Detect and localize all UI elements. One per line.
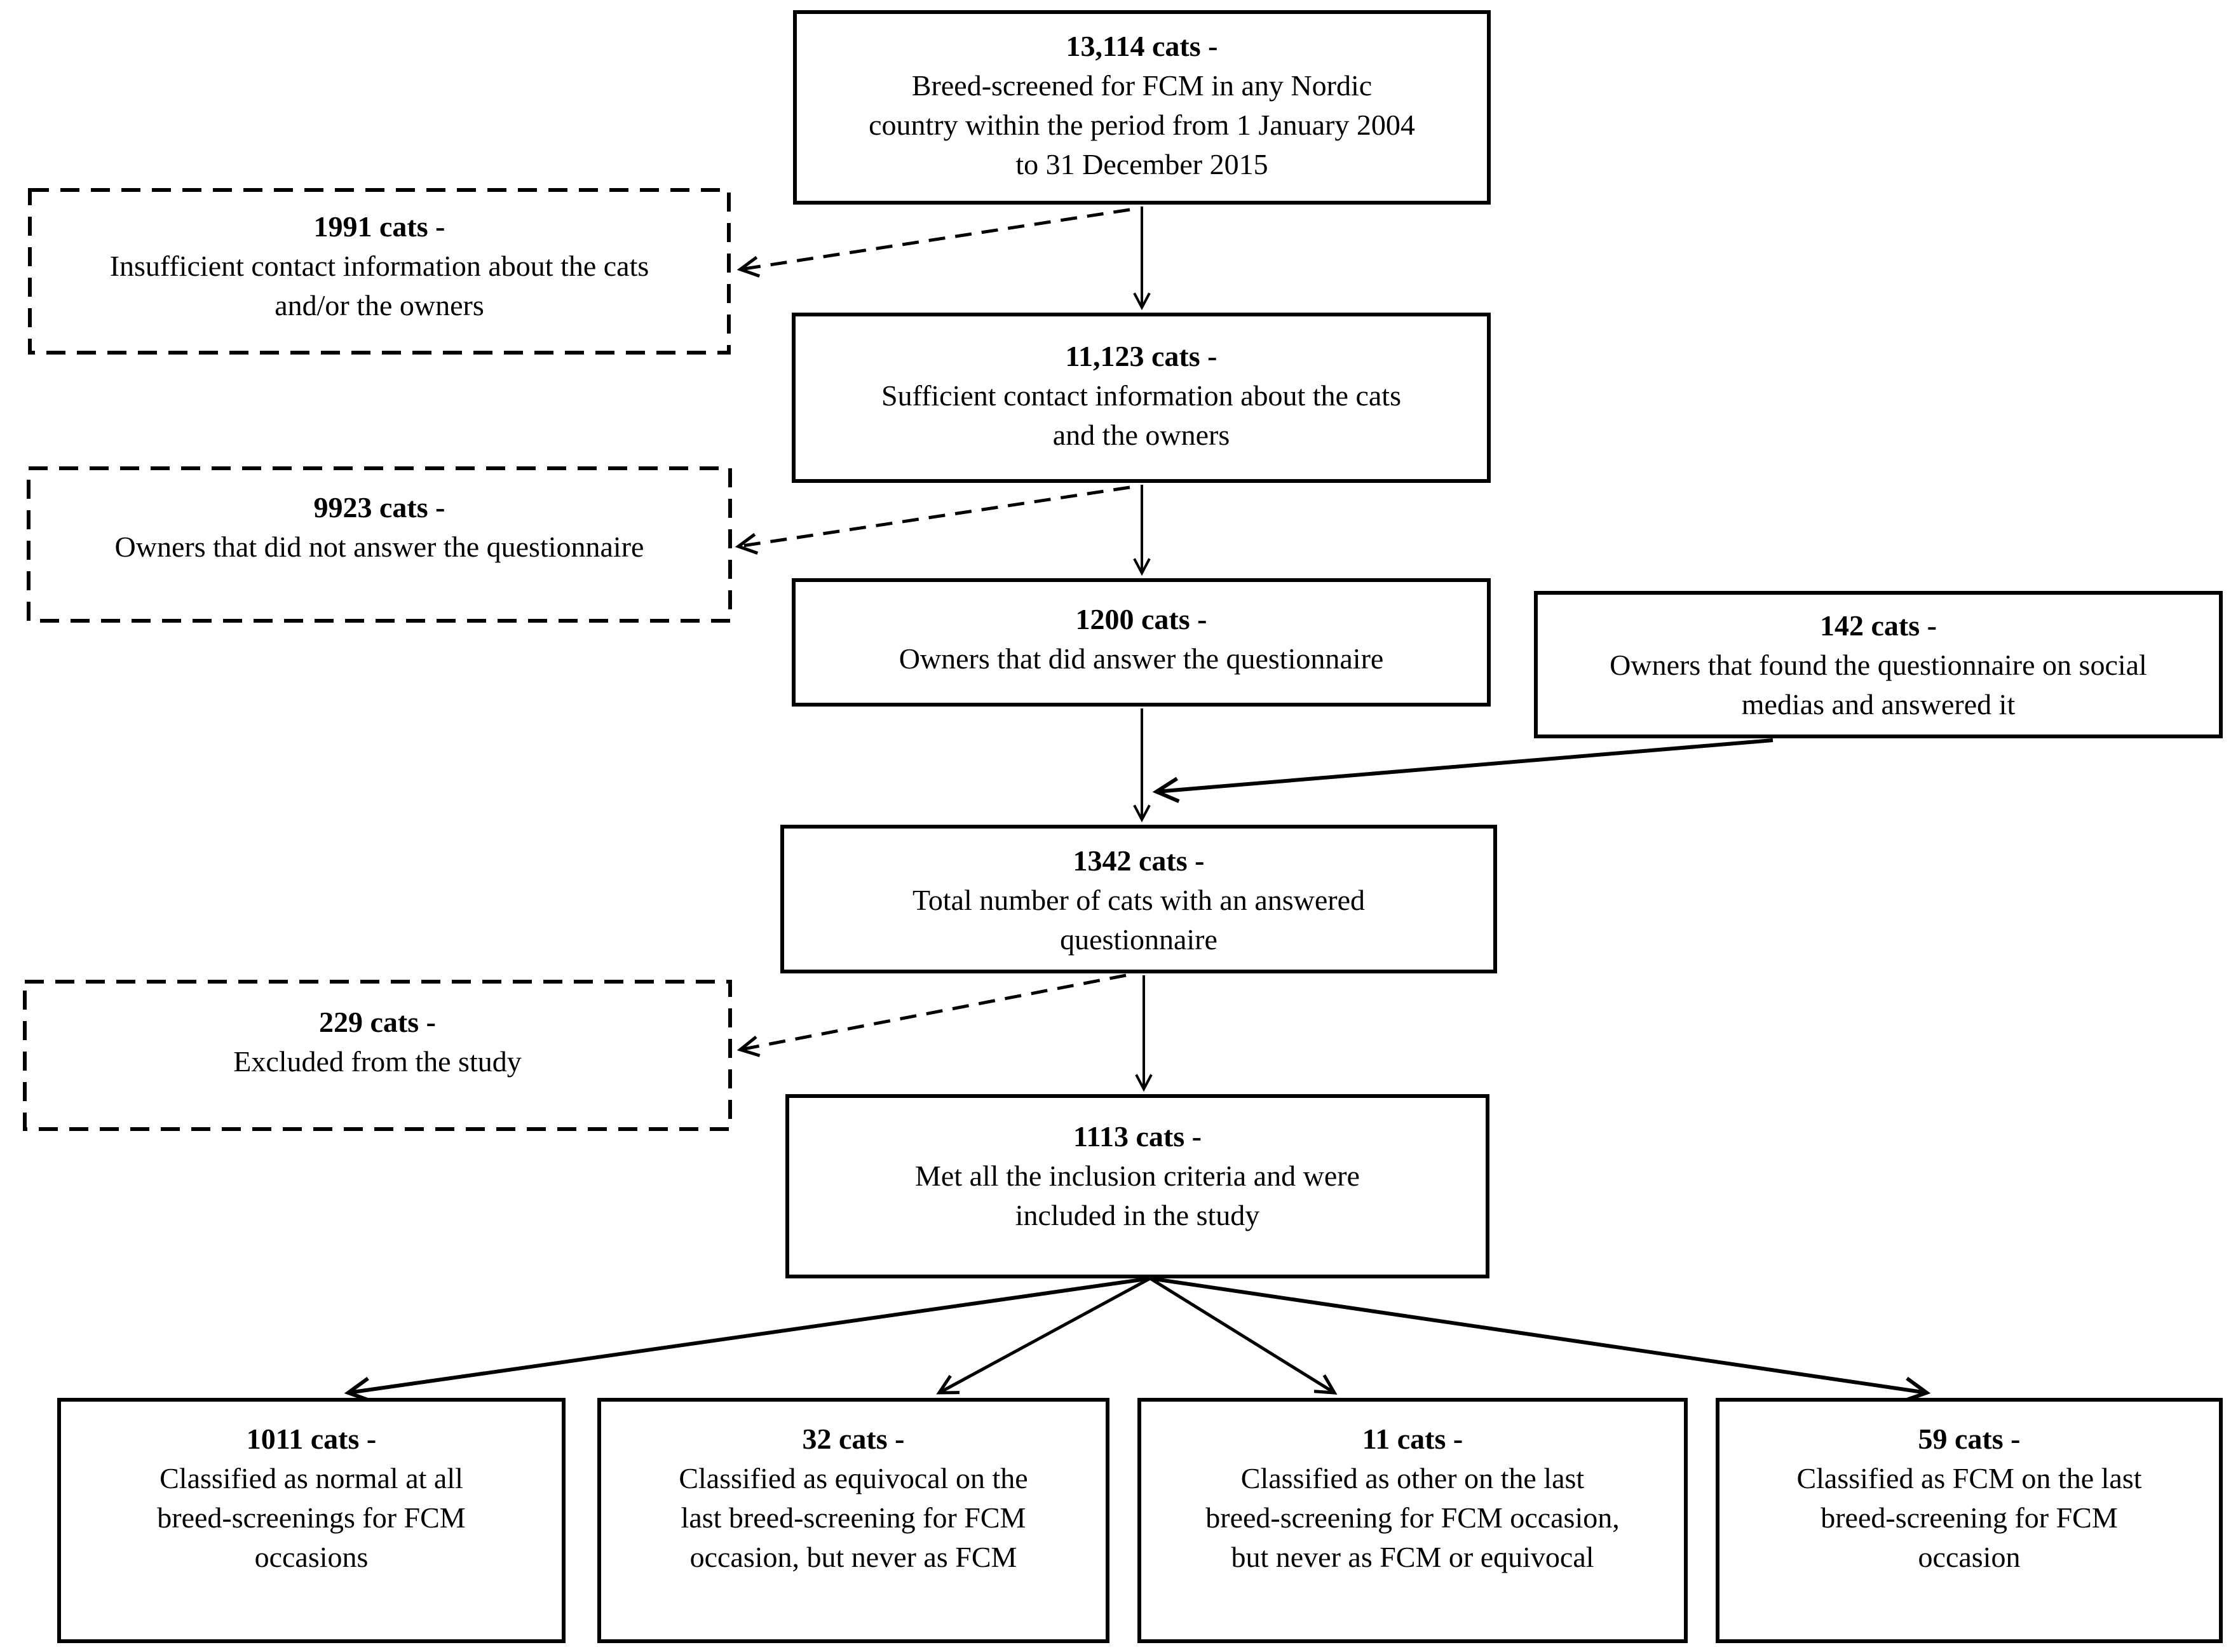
sufficient-contact-description: Sufficient contact information about the…	[881, 379, 1401, 451]
arrow-social-to-total	[1152, 738, 1773, 803]
classified-other-count: 11 cats -	[1362, 1423, 1463, 1455]
box-breed-screened: 13,114 cats - Breed-screened for FCM in …	[793, 10, 1491, 205]
dashed-border-no-answer	[27, 466, 732, 623]
dashed-border-excluded	[23, 980, 732, 1131]
box-excluded: 229 cats - Excluded from the study	[23, 980, 732, 1131]
arrow-included-to-other	[1149, 1276, 1338, 1395]
classified-fcm-count: 59 cats -	[1918, 1423, 2021, 1455]
box-did-answer: 1200 cats - Owners that did answer the q…	[792, 578, 1491, 707]
classified-equivocal-count: 32 cats -	[802, 1423, 905, 1455]
breed-screened-description: Breed-screened for FCM in any Nordic cou…	[869, 69, 1415, 180]
box-did-not-answer: 9923 cats - Owners that did not answer t…	[27, 466, 732, 623]
arrow-screened-to-insufficient	[736, 208, 1130, 278]
excluded-count: 229 cats -	[319, 1006, 436, 1038]
classified-normal-count: 1011 cats -	[246, 1423, 377, 1455]
box-insufficient-contact: 1991 cats - Insufficient contact informa…	[28, 188, 731, 355]
included-count: 1113 cats -	[1073, 1120, 1202, 1153]
classified-other-description: Classified as other on the last breed-sc…	[1205, 1462, 1620, 1573]
total-answered-description: Total number of cats with an answered qu…	[912, 884, 1366, 956]
did-not-answer-description: Owners that did not answer the questionn…	[114, 531, 644, 563]
arrow-sufficient-to-no-answer	[735, 485, 1130, 555]
social-media-count: 142 cats -	[1820, 609, 1937, 642]
did-not-answer-count: 9923 cats -	[313, 491, 445, 524]
box-classified-equivocal: 32 cats - Classified as equivocal on the…	[597, 1398, 1109, 1643]
did-answer-count: 1200 cats -	[1075, 603, 1207, 635]
box-social-media: 142 cats - Owners that found the questio…	[1534, 591, 2223, 738]
excluded-description: Excluded from the study	[233, 1045, 522, 1078]
social-media-description: Owners that found the questionnaire on s…	[1610, 649, 2147, 721]
arrow-included-to-equivocal	[936, 1276, 1151, 1395]
breed-screened-count: 13,114 cats -	[1066, 30, 1218, 62]
total-answered-count: 1342 cats -	[1073, 844, 1205, 877]
dashed-border-insufficient	[28, 188, 731, 355]
insufficient-contact-count: 1991 cats -	[313, 210, 445, 243]
classified-equivocal-description: Classified as equivocal on the last bree…	[679, 1462, 1028, 1573]
box-classified-other: 11 cats - Classified as other on the las…	[1137, 1398, 1688, 1643]
classified-fcm-description: Classified as FCM on the last breed-scre…	[1796, 1462, 2142, 1573]
arrow-total-to-excluded	[736, 973, 1127, 1057]
sufficient-contact-count: 11,123 cats -	[1065, 340, 1217, 372]
classified-normal-description: Classified as normal at all breed-screen…	[157, 1462, 466, 1573]
box-sufficient-contact: 11,123 cats - Sufficient contact informa…	[792, 313, 1491, 483]
arrow-included-to-fcm	[1150, 1276, 1931, 1403]
did-answer-description: Owners that did answer the questionnaire	[899, 642, 1384, 675]
insufficient-contact-description: Insufficient contact information about t…	[109, 250, 649, 322]
box-total-answered: 1342 cats - Total number of cats with an…	[780, 825, 1497, 973]
box-included: 1113 cats - Met all the inclusion criter…	[785, 1094, 1489, 1278]
arrow-included-to-normal	[344, 1276, 1151, 1403]
included-description: Met all the inclusion criteria and were …	[915, 1160, 1360, 1231]
box-classified-normal: 1011 cats - Classified as normal at all …	[57, 1398, 566, 1643]
box-classified-fcm: 59 cats - Classified as FCM on the last …	[1716, 1398, 2223, 1643]
